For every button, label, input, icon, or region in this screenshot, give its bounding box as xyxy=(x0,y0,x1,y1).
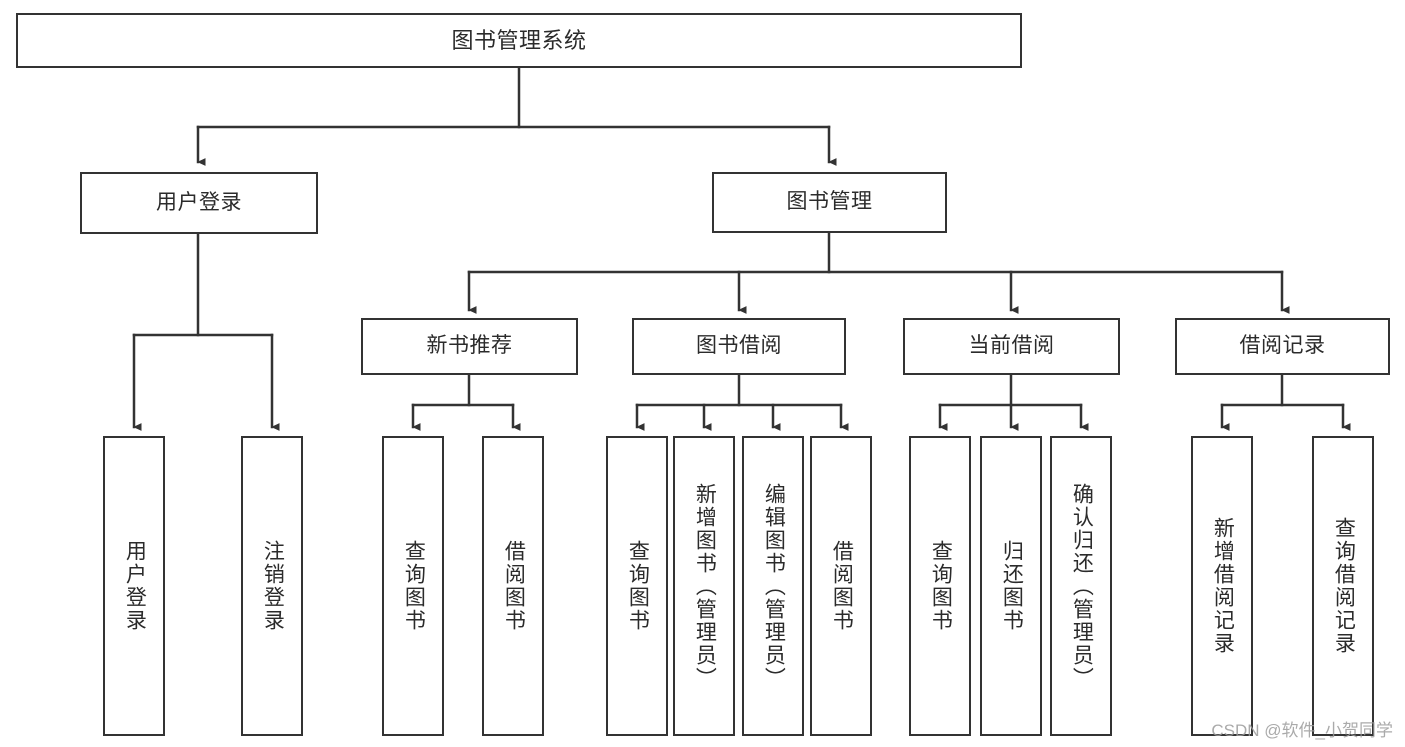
node-label: 当前借阅 xyxy=(968,334,1055,358)
node-label: 借阅图书 xyxy=(830,540,854,632)
node-label: 查询图书 xyxy=(402,540,426,632)
node-label: 图书借阅 xyxy=(696,334,782,358)
node-borrow-record[interactable]: 借阅记录 xyxy=(1175,318,1390,375)
node-leaf-query-borrow-record[interactable]: 查询借阅记录 xyxy=(1312,436,1374,736)
node-leaf-logout[interactable]: 注销登录 xyxy=(241,436,303,736)
node-leaf-query-book-new[interactable]: 查询图书 xyxy=(382,436,444,736)
node-label: 借阅图书 xyxy=(502,540,526,632)
node-label: 借阅记录 xyxy=(1239,334,1326,358)
node-label: 图书管理 xyxy=(786,190,873,214)
node-label: 新书推荐 xyxy=(426,334,513,358)
node-leaf-edit-book-admin[interactable]: 编辑图书（管理员） xyxy=(742,436,804,736)
node-label: 查询图书 xyxy=(626,540,650,632)
node-label: 新增图书（管理员） xyxy=(693,482,717,690)
node-current-borrow[interactable]: 当前借阅 xyxy=(903,318,1120,375)
node-leaf-query-book-borrow[interactable]: 查询图书 xyxy=(606,436,668,736)
node-book-borrow[interactable]: 图书借阅 xyxy=(632,318,846,375)
node-book-management[interactable]: 图书管理 xyxy=(712,172,947,233)
node-leaf-borrow-book-new[interactable]: 借阅图书 xyxy=(482,436,544,736)
node-label: 注销登录 xyxy=(261,540,285,632)
node-leaf-user-login[interactable]: 用户登录 xyxy=(103,436,165,736)
node-leaf-add-book-admin[interactable]: 新增图书（管理员） xyxy=(673,436,735,736)
node-label: 归还图书 xyxy=(1000,540,1024,632)
node-label: 查询图书 xyxy=(929,540,953,632)
node-leaf-return-book[interactable]: 归还图书 xyxy=(980,436,1042,736)
node-label: 用户登录 xyxy=(156,190,242,214)
node-label: 用户登录 xyxy=(123,540,147,632)
node-leaf-query-book-current[interactable]: 查询图书 xyxy=(909,436,971,736)
node-leaf-add-borrow-record[interactable]: 新增借阅记录 xyxy=(1191,436,1253,736)
node-leaf-borrow-book[interactable]: 借阅图书 xyxy=(810,436,872,736)
node-label: 查询借阅记录 xyxy=(1332,517,1356,655)
node-root-system[interactable]: 图书管理系统 xyxy=(16,13,1022,68)
node-label: 新增借阅记录 xyxy=(1211,517,1235,655)
node-label: 编辑图书（管理员） xyxy=(762,482,786,690)
node-label: 图书管理系统 xyxy=(451,27,587,53)
node-user-login[interactable]: 用户登录 xyxy=(80,172,318,234)
node-new-book-recommend[interactable]: 新书推荐 xyxy=(361,318,578,375)
node-label: 确认归还（管理员） xyxy=(1070,482,1094,690)
node-leaf-confirm-return-admin[interactable]: 确认归还（管理员） xyxy=(1050,436,1112,736)
